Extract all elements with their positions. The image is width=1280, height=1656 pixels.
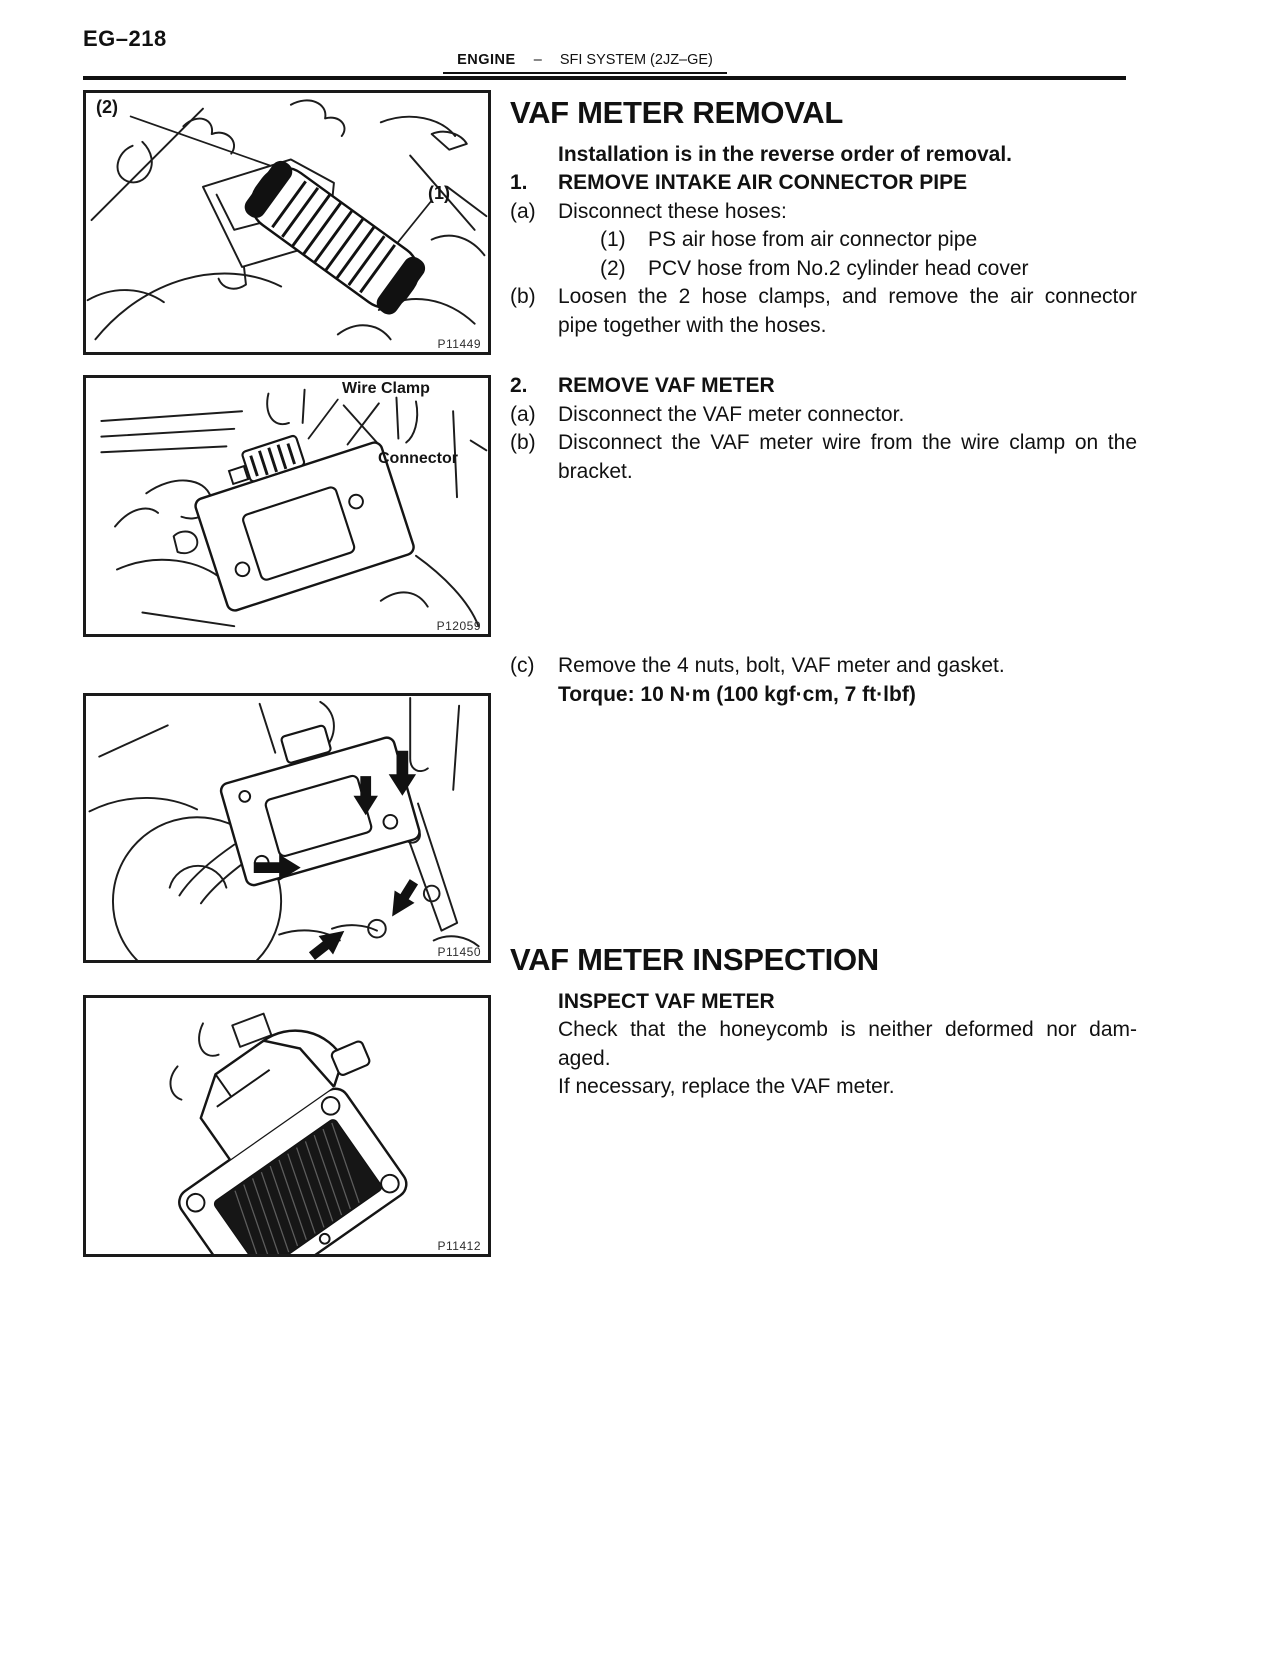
- item-text: Remove the 4 nuts, bolt, VAF meter and g…: [558, 654, 1005, 677]
- header-rule: [83, 76, 1126, 80]
- item-text: Disconnect the VAF meter wire from the w…: [558, 429, 1137, 486]
- vaf-meter-body: [219, 724, 421, 887]
- header-subsection-label: SFI SYSTEM (2JZ–GE): [559, 52, 713, 68]
- step-1a: (a) Disconnect these hoses:: [510, 198, 1137, 227]
- figure-4: P11412: [83, 995, 491, 1257]
- figure-2: Wire Clamp Connector P12059: [83, 375, 491, 637]
- section-title-inspection: VAF METER INSPECTION: [510, 942, 879, 977]
- figure-1-illustration: [86, 99, 488, 341]
- item-label: (b): [510, 431, 536, 454]
- inspection-text-line: Check that the honeycomb is neither defo…: [558, 1018, 1137, 1041]
- removal-section: VAF METER REMOVAL Installation is in the…: [510, 95, 1137, 340]
- fastener-arrow-icons: [253, 750, 419, 960]
- step-2a: (a) Disconnect the VAF meter connector.: [510, 401, 1137, 430]
- item-text: PS air hose from air connector pipe: [648, 228, 978, 251]
- figure-1: (2) (1) P11449: [83, 90, 491, 355]
- item-label: (a): [510, 402, 536, 426]
- step-1a-1: (1) PS air hose from air connector pipe: [600, 226, 1137, 255]
- header-separator: –: [533, 52, 542, 68]
- step-2: 2. REMOVE VAF METER: [510, 372, 1137, 401]
- item-text: Disconnect these hoses:: [558, 199, 787, 223]
- figure-code: P11450: [437, 945, 481, 959]
- item-text-line: pipe together with the hoses.: [558, 313, 827, 337]
- inspection-section: VAF METER INSPECTION INSPECT VAF METER C…: [510, 942, 1137, 1102]
- inspection-text-line: aged.: [558, 1046, 611, 1070]
- air-connector-pipe: [244, 160, 426, 315]
- item-label: (b): [510, 285, 536, 308]
- figure-3-illustration: [88, 696, 480, 960]
- inspect-heading: INSPECT VAF METER: [558, 990, 775, 1013]
- figure-2-illustration: [100, 388, 488, 628]
- item-text-line: Loosen the 2 hose clamps, and remove the…: [558, 285, 1137, 308]
- step-heading: REMOVE VAF METER: [558, 374, 775, 397]
- step-1b: (b) Loosen the 2 hose clamps, and remove…: [510, 283, 1137, 340]
- item-text-line: bracket.: [558, 459, 633, 483]
- figure-4-illustration: [169, 1012, 408, 1254]
- torque-spec: Torque: 10 N·m (100 kgf·cm, 7 ft·lbf): [558, 682, 916, 706]
- item-label: (1): [600, 228, 626, 251]
- step-number: 1.: [510, 171, 528, 194]
- section-title-removal: VAF METER REMOVAL: [510, 95, 844, 130]
- installation-note: Installation is in the reverse order of …: [558, 143, 1012, 166]
- connector-label: Connector: [378, 450, 458, 467]
- vaf-meter-body: [194, 434, 415, 612]
- header-section-label: ENGINE: [457, 52, 516, 68]
- header: ENGINE – SFI SYSTEM (2JZ–GE): [0, 52, 1170, 74]
- step-2b: (b) Disconnect the VAF meter wire from t…: [510, 429, 1137, 486]
- item-label: (2): [600, 256, 626, 280]
- remove-vaf-meter-section: 2. REMOVE VAF METER (a) Disconnect the V…: [510, 372, 1137, 486]
- item-label: (c): [510, 654, 535, 677]
- item-text: PCV hose from No.2 cylinder head cover: [648, 256, 1029, 280]
- item-text-line: Disconnect the VAF meter wire from the w…: [558, 431, 1137, 454]
- item-text: Disconnect the VAF meter connector.: [558, 402, 905, 426]
- step-heading: REMOVE INTAKE AIR CONNECTOR PIPE: [558, 171, 968, 194]
- figure-code: P12059: [436, 619, 481, 633]
- vaf-meter-honeycomb: [178, 1029, 408, 1254]
- figure-3: P11450: [83, 693, 491, 963]
- inspection-text-line: If necessary, replace the VAF meter.: [558, 1075, 895, 1098]
- step-1a-2: (2) PCV hose from No.2 cylinder head cov…: [600, 255, 1137, 284]
- figure-label-1: (1): [428, 183, 450, 203]
- wire-clamp-label: Wire Clamp: [342, 380, 430, 397]
- item-text: Loosen the 2 hose clamps, and remove the…: [558, 283, 1137, 340]
- step-2c: (c) Remove the 4 nuts, bolt, VAF meter a…: [510, 652, 1137, 681]
- figure-label-2: (2): [96, 97, 118, 117]
- step-1: 1. REMOVE INTAKE AIR CONNECTOR PIPE: [510, 169, 1137, 198]
- item-label: (a): [510, 199, 536, 223]
- step-2c-section: (c) Remove the 4 nuts, bolt, VAF meter a…: [510, 652, 1137, 709]
- figure-code: P11449: [437, 337, 481, 351]
- page-code: EG–218: [83, 26, 167, 51]
- step-number: 2.: [510, 374, 528, 397]
- inspection-text: Check that the honeycomb is neither defo…: [558, 1016, 1137, 1102]
- figure-code: P11412: [437, 1239, 481, 1253]
